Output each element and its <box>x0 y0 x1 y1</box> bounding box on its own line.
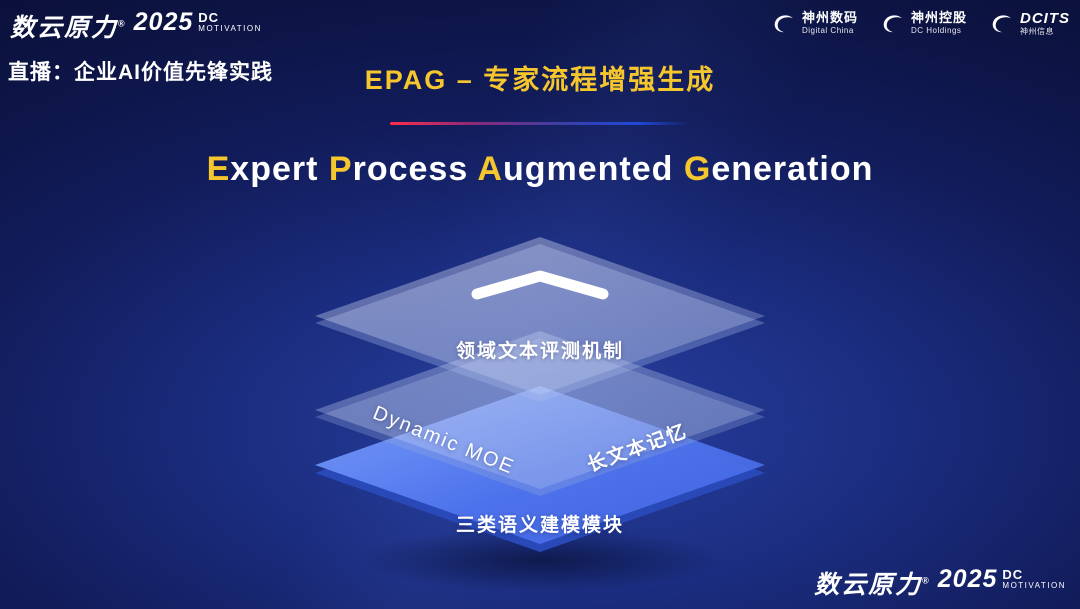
brand-dc: DC <box>1002 567 1024 582</box>
partner-name-cn: 神州信息 <box>1020 27 1054 37</box>
partner-name-en: DC Holdings <box>910 26 962 36</box>
swoosh-logo-icon <box>774 15 793 32</box>
page-title: Expert Process Augmented Generation <box>206 150 874 188</box>
partner-logos: 神州数码 Digital China 神州控股 DC Holdings DCIT… <box>771 10 1070 36</box>
partner-dcits: DCITS 神州信息 <box>989 10 1070 36</box>
brand-motivation: MOTIVATION <box>198 23 262 33</box>
partner-name-cn: 神州数码 <box>801 10 858 26</box>
registered-mark: ® <box>922 575 931 586</box>
title-initial-g: G <box>683 150 712 188</box>
partner-name-en: DCITS <box>1020 10 1070 27</box>
live-stream-label: 直播：企业AI价值先锋实践 <box>8 61 273 84</box>
swoosh-logo-icon <box>992 15 1011 32</box>
brand-subtitle: DC MOTIVATION <box>1002 568 1066 590</box>
title-initial-p: P <box>328 150 353 188</box>
brand-motivation: MOTIVATION <box>1002 580 1066 590</box>
brand-name: 数云原力® <box>814 571 931 599</box>
brand-dc: DC <box>198 10 220 25</box>
brand-name: 数云原力® <box>10 14 127 42</box>
epag-header-title: EPAG – 专家流程增强生成 <box>364 65 716 95</box>
brand-logo-header: 数云原力® 2025 DC MOTIVATION <box>10 8 262 44</box>
swoosh-logo-icon <box>883 15 902 32</box>
brand-year: 2025 <box>133 8 194 36</box>
title-initial-e: E <box>206 150 231 188</box>
partner-digital-china: 神州数码 Digital China <box>771 10 858 36</box>
partner-name-en: Digital China <box>801 26 854 36</box>
brand-logo-footer: 数云原力® 2025 DC MOTIVATION <box>814 565 1066 601</box>
title-initial-a: A <box>477 150 503 188</box>
top-layer <box>315 237 765 395</box>
bottom-layer-label: 三类语义建模模块 <box>455 515 625 536</box>
partner-name-cn: 神州控股 <box>910 10 967 26</box>
top-layer-label: 领域文本评测机制 <box>455 341 625 362</box>
brand-subtitle: DC MOTIVATION <box>198 11 262 33</box>
brand-year: 2025 <box>937 565 998 593</box>
gradient-divider <box>390 122 690 125</box>
chevron-up-icon <box>465 268 615 307</box>
registered-mark: ® <box>118 18 127 29</box>
partner-dc-holdings: 神州控股 DC Holdings <box>880 10 967 36</box>
